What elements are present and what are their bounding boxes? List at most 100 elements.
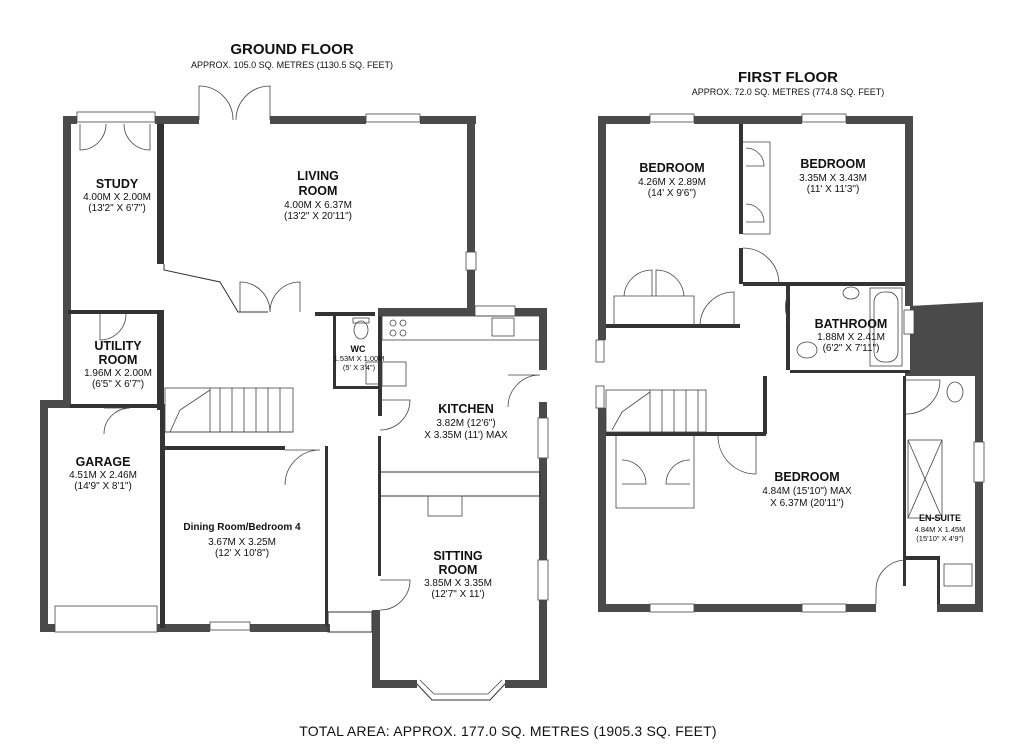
bath (869, 287, 903, 367)
wc-dim-m: 1.53M X 1.00M (334, 354, 385, 363)
bathroom-dim-ft: (6'2" X 7'11") (823, 343, 880, 354)
basin (842, 286, 860, 300)
bedroom2-dim-ft: (11' X 11'3") (807, 184, 860, 195)
window (209, 621, 251, 631)
bathroom-dim-m: 1.88M X 2.41M (817, 332, 885, 343)
wall (325, 446, 328, 626)
bedroom2-name: BEDROOM (800, 157, 865, 171)
wall (372, 680, 417, 688)
wall (333, 386, 380, 389)
wall (333, 316, 336, 388)
sitting-name-1: SITTING (433, 549, 482, 563)
living-name-2: ROOM (299, 184, 338, 198)
ensuite-dim-m: 4.84M X 1.45M (915, 525, 966, 534)
wall (160, 408, 165, 628)
ensuite-name: EN-SUITE (919, 513, 961, 523)
garage-dim-ft: (14'9" X 8'1") (74, 481, 132, 492)
wall (40, 624, 55, 632)
wall (515, 308, 547, 316)
first-floor-stairs (605, 389, 707, 433)
wall (539, 402, 547, 418)
shower (907, 439, 943, 519)
study-name: STUDY (96, 177, 139, 191)
window (465, 251, 477, 271)
first-floor-title: FIRST FLOOR (738, 69, 838, 86)
bathroom-name: BATHROOM (815, 317, 888, 331)
toilet (796, 341, 818, 359)
wall (270, 116, 366, 124)
kitchen-sink (491, 317, 515, 337)
living-name-1: LIVING (297, 169, 339, 183)
wall (68, 310, 164, 314)
utility-dim-m: 1.96M X 2.00M (84, 368, 152, 379)
wc-dim-ft: (5' X 3'4") (343, 363, 376, 372)
wall (467, 116, 475, 252)
bedroom1-dim-m: 4.26M X 2.89M (638, 177, 706, 188)
kitchen-dim-1: 3.82M (12'6") (436, 418, 495, 429)
sitting-dim-ft: (12'7" X 11') (431, 589, 484, 600)
kitchen-dim-2: X 3.35M (11') MAX (424, 430, 508, 441)
kitchen-worktop (381, 315, 541, 341)
window (474, 305, 516, 317)
first-floor-plan (595, 113, 985, 613)
dining-dim-m: 3.67M X 3.25M (208, 537, 276, 548)
wall (63, 116, 71, 406)
bay-window (416, 683, 506, 701)
bedroom3-dim-2: X 6.37M (20'11") (770, 498, 844, 509)
wc-basin (365, 361, 381, 385)
wall (539, 600, 547, 688)
bedroom1-dim-ft: (14' X 9'6") (648, 188, 697, 199)
total-area: TOTAL AREA: APPROX. 177.0 SQ. METRES (19… (299, 723, 716, 739)
wall (157, 624, 210, 632)
wc-name: WC (351, 344, 366, 354)
wall (420, 116, 476, 124)
ensuite-basin (943, 563, 973, 587)
door (235, 85, 271, 121)
utility-name-2: ROOM (99, 353, 138, 367)
window (537, 559, 549, 601)
dining-dim-ft: (12' X 10'8") (215, 548, 269, 559)
bedroom1-name: BEDROOM (639, 161, 704, 175)
window (365, 113, 421, 123)
utility-name-1: UTILITY (94, 339, 142, 353)
sitting-dim-m: 3.85M X 3.35M (424, 578, 492, 589)
toilet (353, 320, 369, 340)
wall (539, 308, 547, 370)
garage-door (54, 605, 158, 633)
wall (165, 446, 285, 450)
window (76, 111, 156, 123)
wall (40, 400, 48, 632)
garage-name: GARAGE (76, 455, 131, 469)
wall (378, 308, 475, 316)
wall (157, 310, 164, 410)
sitting-name-2: ROOM (439, 563, 478, 577)
study-dim-ft: (13'2" X 6'7") (88, 203, 146, 214)
wall (250, 624, 330, 632)
bedroom2-dim-m: 3.35M X 3.43M (799, 173, 867, 184)
dining-name: Dining Room/Bedroom 4 (183, 522, 301, 533)
living-dim-m: 4.00M X 6.37M (284, 200, 352, 211)
kitchen-name: KITCHEN (438, 402, 494, 416)
wall (315, 312, 375, 316)
wall (467, 270, 475, 316)
wall (539, 458, 547, 560)
wall (70, 404, 165, 408)
ground-floor-plan (40, 85, 549, 701)
wall (63, 116, 77, 124)
ground-floor-title: GROUND FLOOR (230, 41, 353, 58)
wall (505, 680, 547, 688)
ensuite-dim-ft: (15'10" X 4'9") (916, 534, 964, 543)
living-dim-ft: (13'2" X 20'11") (284, 211, 352, 222)
wall (157, 124, 164, 264)
wall (155, 116, 199, 124)
first-floor-area: APPROX. 72.0 SQ. METRES (774.8 SQ. FEET) (692, 87, 885, 97)
chimney-breast (379, 471, 541, 497)
ground-stairs (164, 387, 294, 433)
utility-dim-ft: (6'5" X 6'7") (92, 379, 144, 390)
ground-floor-area: APPROX. 105.0 SQ. METRES (1130.5 SQ. FEE… (191, 60, 393, 70)
study-dim-m: 4.00M X 2.00M (83, 192, 151, 203)
garage-dim-m: 4.51M X 2.46M (69, 470, 137, 481)
wall (372, 610, 380, 688)
